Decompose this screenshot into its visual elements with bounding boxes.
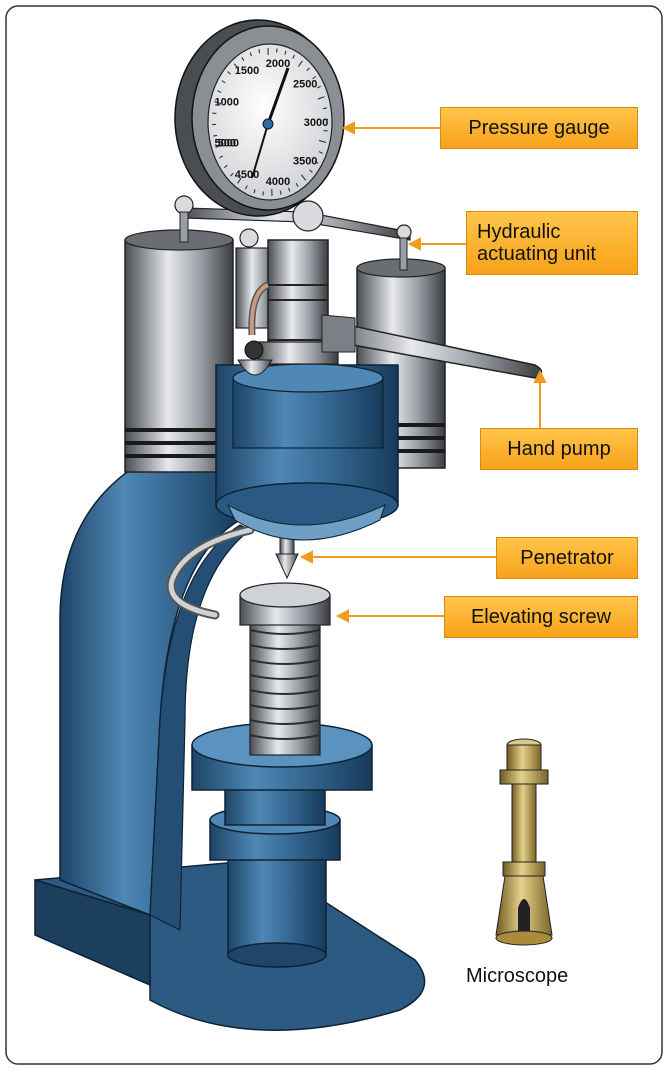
- gauge-tick: [214, 101, 222, 104]
- gauge-tick: [230, 172, 234, 177]
- gauge-tick: [279, 190, 282, 195]
- frame-border: [5, 5, 663, 1065]
- gauge-scale-label: 3000: [304, 117, 328, 129]
- gauge-tick: [298, 60, 303, 67]
- gauge-tick: [322, 107, 327, 110]
- gauge-tick: [323, 130, 328, 132]
- gauge-tick: [212, 112, 217, 114]
- hydraulic-actuating-unit-label: Hydraulic actuating unit: [466, 211, 638, 275]
- gauge-tick: [219, 155, 224, 159]
- callout-leader-lines: [299, 121, 547, 623]
- gauge-tick: [241, 57, 245, 62]
- gauge-scale-label: 3500: [293, 156, 317, 168]
- gauge-tick: [306, 67, 310, 72]
- elevating-screw-label: Elevating screw: [444, 596, 638, 638]
- gauge-scale-label: 5000: [215, 138, 239, 150]
- penetrator-label: Penetrator: [496, 537, 638, 579]
- gauge-tick: [312, 76, 317, 80]
- gauge-tick: [215, 144, 223, 148]
- gauge-tick: [245, 185, 248, 190]
- gauge-tick: [217, 90, 222, 93]
- elevating-screw-shaft: [249, 614, 321, 756]
- gauge-tick: [237, 177, 242, 184]
- machine-base-side: [34, 878, 151, 987]
- gauge-scale-label: 1000: [215, 97, 239, 109]
- gauge-tick: [253, 189, 256, 194]
- gauge-scale-label: 4000: [266, 176, 290, 188]
- gauge-scale-label: 500: [218, 138, 236, 150]
- gauge-tick: [233, 63, 239, 70]
- gauge-tick: [262, 191, 264, 196]
- gauge-tick: [288, 187, 291, 192]
- gauge-scale-label: 4500: [235, 169, 259, 181]
- gauge-tick: [318, 140, 326, 143]
- gauge-tick: [276, 48, 278, 53]
- anvil-post: [227, 844, 327, 956]
- gauge-tick: [223, 164, 228, 168]
- gauge-tick: [295, 182, 299, 187]
- gauge-tick: [213, 134, 218, 137]
- gauge-scale-label: 1500: [235, 65, 259, 77]
- penetrator-tip: [275, 553, 299, 580]
- gauge-tick: [316, 85, 321, 89]
- gauge-tick: [284, 50, 287, 55]
- gauge-tick: [249, 52, 252, 57]
- gauge-tick: [292, 54, 295, 59]
- gauge-tick: [301, 174, 307, 181]
- hand-pump-label: Hand pump: [480, 428, 638, 470]
- left-weight-cylinder: [124, 239, 234, 473]
- gauge-tick: [227, 71, 231, 75]
- gauge-tick: [309, 169, 313, 173]
- gauge-tick: [314, 160, 319, 164]
- microscope-illustration: [495, 738, 553, 946]
- gauge-tick: [258, 49, 261, 54]
- gauge-tick: [317, 96, 325, 100]
- pressure-gauge-label: Pressure gauge: [440, 107, 638, 149]
- hydraulic-hose: [168, 527, 253, 618]
- gauge-scale-label: 2500: [293, 78, 317, 90]
- gauge-tick: [221, 80, 226, 84]
- microscope-caption: Microscope: [466, 965, 569, 987]
- gauge-tick: [318, 151, 323, 154]
- gauge-scale-label: 2000: [266, 58, 290, 70]
